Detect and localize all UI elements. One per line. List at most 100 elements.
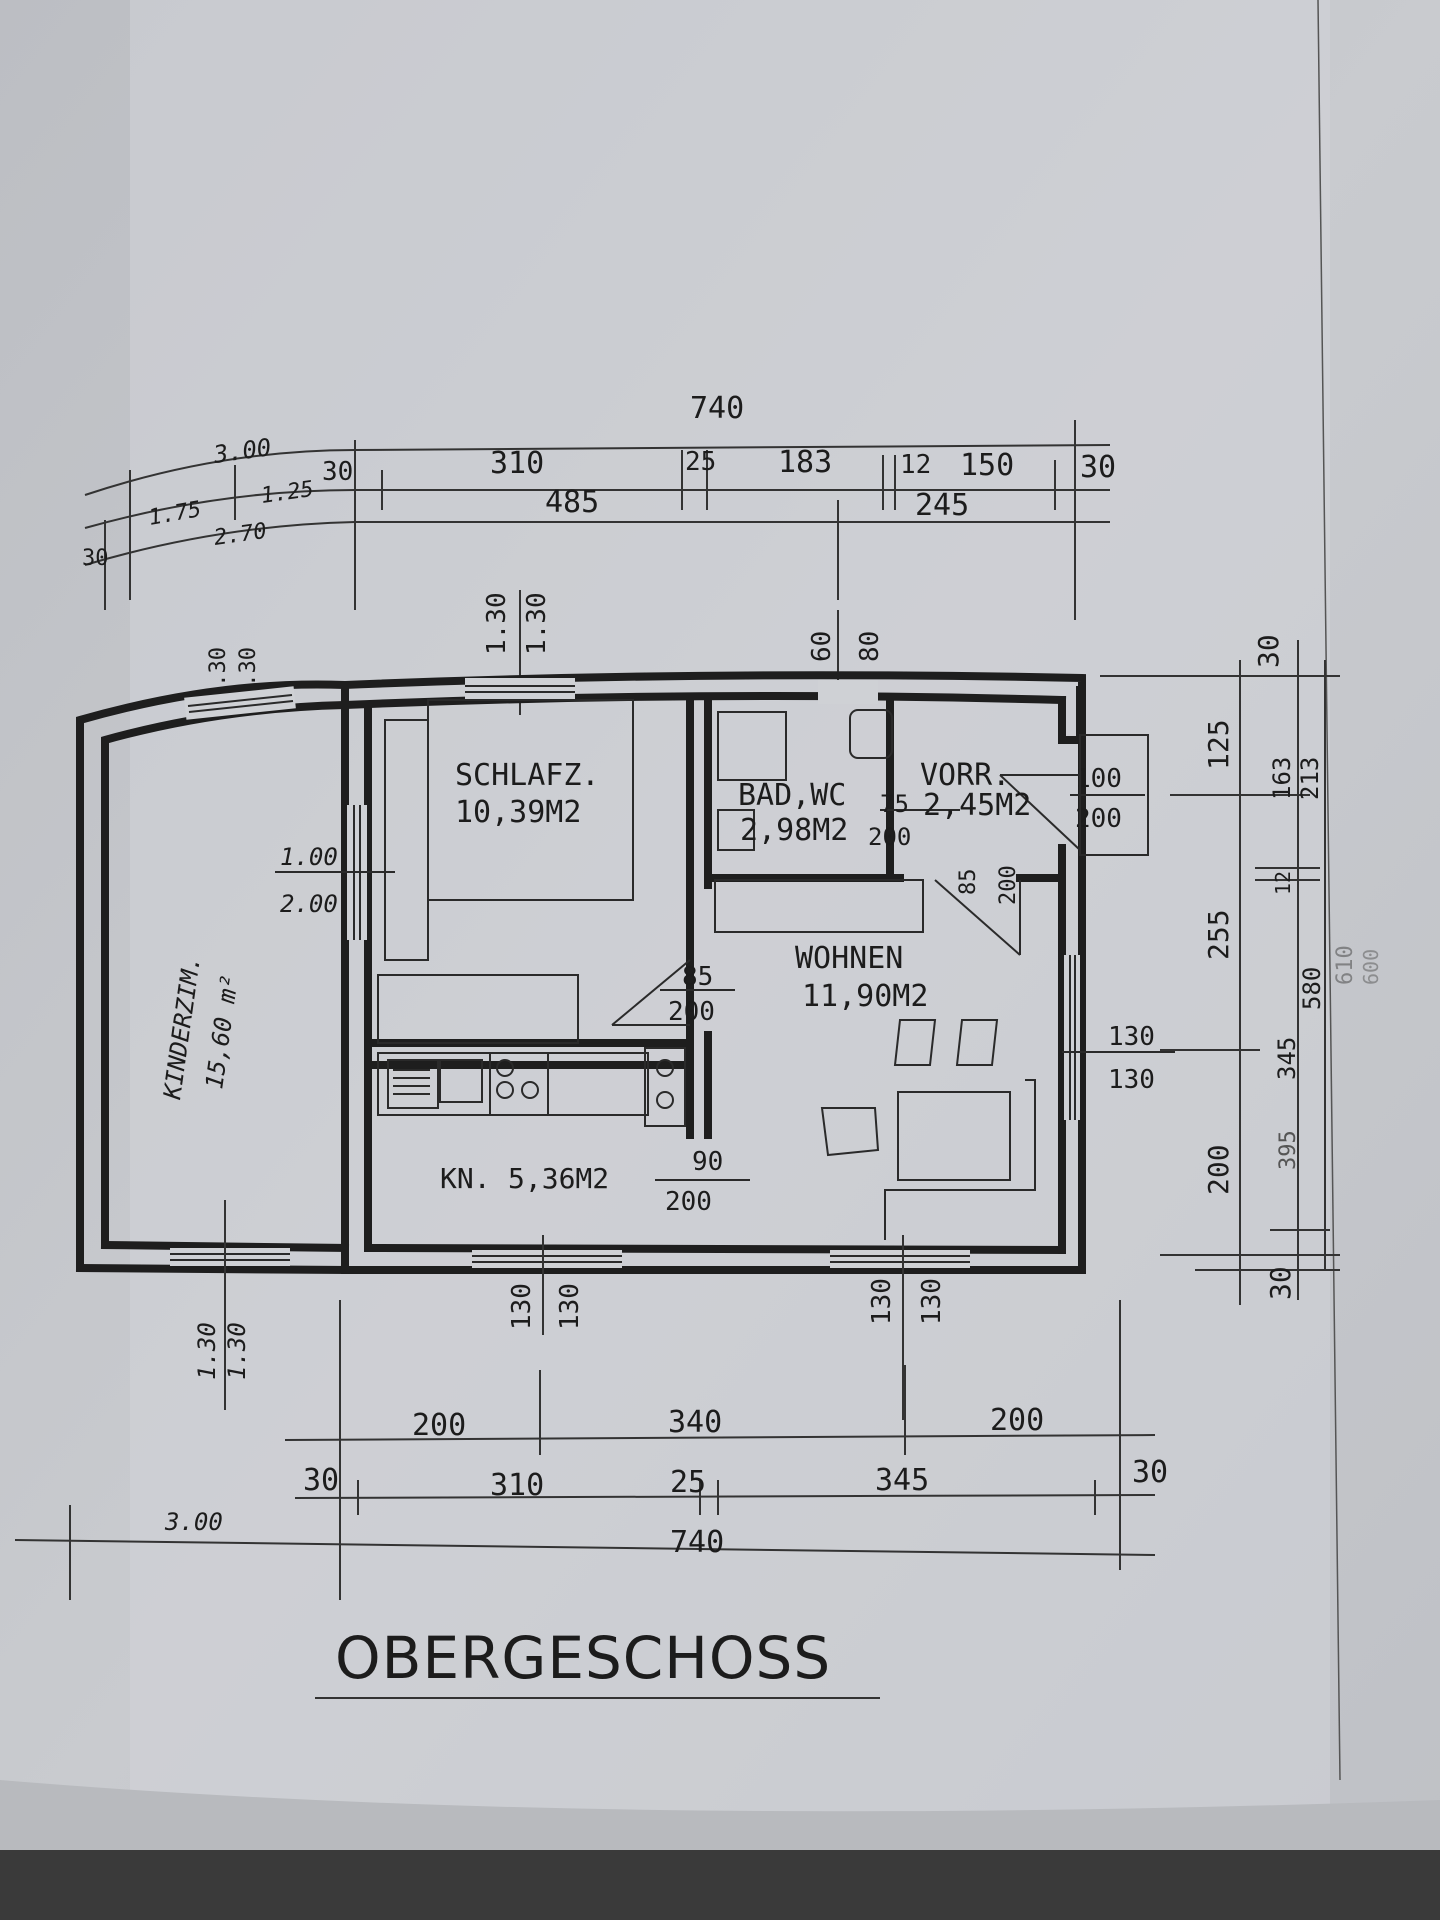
dim-bottom-30-right: 30 — [1132, 1455, 1168, 1490]
dim-top-150: 150 — [960, 448, 1014, 483]
dim-right-200: 200 — [1202, 1144, 1235, 1195]
window-schlafz — [465, 678, 575, 700]
paper-fold-line — [1317, 0, 1341, 1781]
shower-icon — [717, 711, 787, 781]
chair-2 — [955, 1019, 999, 1066]
window-wohnen-right — [1064, 955, 1080, 1120]
dim-bottom-345: 345 — [875, 1463, 929, 1498]
table-edge — [0, 1850, 1440, 1920]
window-kueche-bottom — [472, 1250, 622, 1268]
room-kueche-area: 5,36M2 — [508, 1162, 609, 1195]
dim-bottom-total: 740 — [670, 1525, 724, 1560]
stove-icon — [489, 1052, 549, 1116]
bottom-dimension-chains — [14, 1300, 1156, 1600]
room-vorr-name: VORR. — [920, 758, 1010, 793]
furniture — [377, 699, 1081, 1240]
dim-bottom-30-left: 30 — [303, 1463, 339, 1498]
dim-bottom-200-b: 200 — [990, 1403, 1044, 1438]
vorr-door-w: 85 — [956, 869, 981, 896]
room-schlafz-name: SCHLAFZ. — [455, 758, 600, 793]
dim-top-25: 25 — [685, 447, 716, 477]
bad-door-w: 75 — [880, 790, 909, 818]
sink-icon — [387, 1059, 439, 1109]
dim-top-310: 310 — [490, 446, 544, 481]
dim-top-30-left: 30 — [322, 457, 353, 487]
left-window-h: 2.00 — [280, 890, 338, 918]
dim-right-255: 255 — [1202, 909, 1235, 960]
fridge-icon — [644, 1047, 686, 1127]
schlafz-window-w: 1.30 — [482, 592, 512, 655]
bottom-kueche-window-h: 130 — [555, 1283, 585, 1330]
room-schlafz-area: 10,39M2 — [455, 795, 581, 830]
kueche-door-w: 90 — [692, 1147, 723, 1177]
dim-right-125: 125 — [1202, 719, 1235, 770]
left-window-w: 1.00 — [280, 843, 338, 871]
bottom-kinder-window-w: 1.30 — [193, 1322, 221, 1380]
dim-right-213: 213 — [1296, 757, 1324, 800]
room-wohnen-area: 11,90M2 — [802, 979, 928, 1014]
dim-right-12: 12 — [1271, 871, 1295, 895]
wardrobe-schlafz — [384, 719, 429, 961]
bottom-dimension-labels: 200 340 200 30 310 25 345 30 740 3.00 — [164, 1403, 1168, 1560]
dim-bottom-340: 340 — [668, 1405, 722, 1440]
dim-right-30-top: 30 — [1252, 634, 1285, 668]
dim-top-12: 12 — [900, 450, 931, 480]
bottom-kinder-window-h: 1.30 — [223, 1322, 251, 1380]
windows — [170, 678, 1080, 1268]
room-vorr-area: 2,45M2 — [923, 788, 1031, 823]
sideboard-wohnen — [714, 879, 924, 933]
dim-right-580: 580 — [1298, 967, 1326, 1010]
dim-bottom-310: 310 — [490, 1468, 544, 1503]
dim-bottom-ext-300: 3.00 — [164, 1508, 223, 1536]
right-window-h: 130 — [1108, 1065, 1155, 1095]
dim-right-600: 600 — [1359, 949, 1383, 985]
sink-basin-icon — [439, 1059, 483, 1103]
right-dimension-chains — [1100, 640, 1340, 1305]
vent-bad — [818, 680, 878, 704]
bottom-kueche-window-w: 130 — [507, 1283, 537, 1330]
dim-right-30-bottom: 30 — [1264, 1266, 1297, 1300]
dim-top-ext-30: 30 — [82, 546, 109, 571]
plan-title: OBERGESCHOSS — [335, 1624, 831, 1692]
vent-w: 60 — [807, 631, 837, 662]
room-bad-area: 2,98M2 — [740, 813, 848, 848]
bad-door-h: 200 — [868, 823, 911, 851]
dim-right-345: 345 — [1273, 1037, 1301, 1080]
window-wohnen-bottom — [830, 1250, 970, 1268]
dim-top-245: 245 — [915, 488, 969, 523]
schlafz-window-h: 1.30 — [522, 592, 552, 655]
toilet-icon — [849, 709, 893, 759]
dim-top-total: 740 — [690, 391, 744, 426]
dim-right-395: 395 — [1276, 1130, 1301, 1170]
desk-schlafz — [377, 974, 579, 1044]
kueche-door-h: 200 — [665, 1187, 712, 1217]
exterior-walls — [75, 671, 1086, 1275]
chair-1 — [893, 1019, 937, 1066]
paper-bottom-edge — [0, 1780, 1440, 1850]
room-kueche-name: KN. — [440, 1162, 491, 1195]
table-wohnen — [897, 1091, 1011, 1181]
dim-bottom-25: 25 — [670, 1465, 706, 1500]
wohnen-door-h: 200 — [668, 997, 715, 1027]
window-kinder-top — [184, 686, 296, 720]
dim-top-30-right: 30 — [1080, 450, 1116, 485]
opening-labels: 1.00 2.00 100 200 75 200 85 200 85 200 9… — [193, 734, 1175, 1420]
bottom-wohnen-window-h: 130 — [917, 1278, 947, 1325]
dim-right-610: 610 — [1333, 945, 1358, 985]
dim-top-485: 485 — [545, 485, 599, 520]
right-dimension-labels: 30 125 255 200 30 163 213 12 580 345 395… — [1202, 634, 1383, 1300]
dim-bottom-200-a: 200 — [412, 1408, 466, 1443]
dim-top-183: 183 — [778, 445, 832, 480]
vorr-side-h: 200 — [1075, 804, 1122, 834]
washbasin-icon — [717, 809, 755, 851]
vorr-side-w: 100 — [1075, 764, 1122, 794]
right-window-w: 130 — [1108, 1022, 1155, 1052]
bottom-wohnen-window-w: 130 — [867, 1278, 897, 1325]
vent-h: 80 — [855, 631, 885, 662]
top-dimension-chains — [84, 420, 1111, 620]
top-dimension-labels: 740 310 25 183 12 150 30 30 485 245 3.00… — [82, 391, 1116, 571]
wohnen-door-w: 85 — [682, 962, 713, 992]
armchair — [820, 1107, 880, 1157]
plan-title-group: OBERGESCHOSS — [315, 1624, 880, 1699]
